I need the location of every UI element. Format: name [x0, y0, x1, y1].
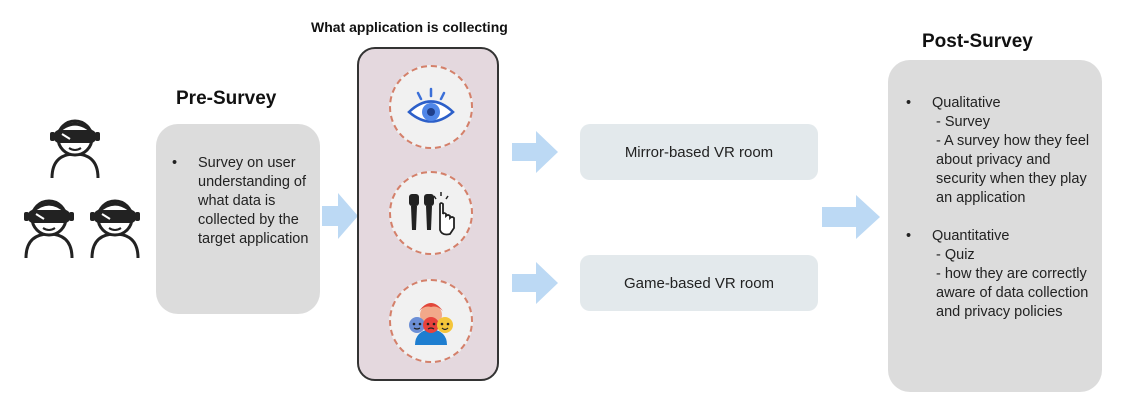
qualitative-sub: - Survey: [936, 114, 990, 130]
mirror-vr-room: Mirror-based VR room: [580, 124, 818, 180]
vr-user-icon: [14, 190, 84, 260]
collecting-title: What application is collecting: [311, 19, 508, 35]
controller-tracking-circle: [389, 171, 473, 255]
vr-controllers-icon: [404, 190, 458, 236]
face-tracking-icon: [403, 297, 459, 345]
post-survey-title: Post-Survey: [922, 31, 1033, 52]
pre-survey-title: Pre-Survey: [176, 88, 277, 109]
face-tracking-circle: [389, 279, 473, 363]
vr-user-icon: [40, 110, 110, 180]
qualitative-item: Qualitative - Survey - A survey how they…: [906, 94, 1094, 208]
qualitative-sub: - A survey how they feel about privacy a…: [936, 133, 1090, 206]
arrow-right-icon: [512, 262, 558, 304]
pre-survey-box: Survey on user understanding of what dat…: [156, 124, 320, 314]
arrow-right-icon: [822, 195, 880, 239]
qualitative-label: Qualitative: [932, 95, 1001, 111]
quantitative-sub: - Quiz: [936, 247, 975, 263]
quantitative-item: Quantitative - Quiz - how they are corre…: [906, 227, 1094, 322]
game-vr-room: Game-based VR room: [580, 255, 818, 311]
arrow-right-icon: [512, 131, 558, 173]
arrow-right-icon: [322, 193, 358, 239]
vr-user-icon: [80, 190, 150, 260]
quantitative-label: Quantitative: [932, 228, 1010, 244]
post-survey-box: Qualitative - Survey - A survey how they…: [888, 60, 1102, 392]
pre-survey-bullet: Survey on user understanding of what dat…: [172, 154, 312, 249]
quantitative-sub: - how they are correctly aware of data c…: [936, 266, 1089, 320]
eye-tracking-circle: [389, 65, 473, 149]
collecting-panel: [357, 47, 499, 381]
eye-icon: [406, 87, 456, 127]
